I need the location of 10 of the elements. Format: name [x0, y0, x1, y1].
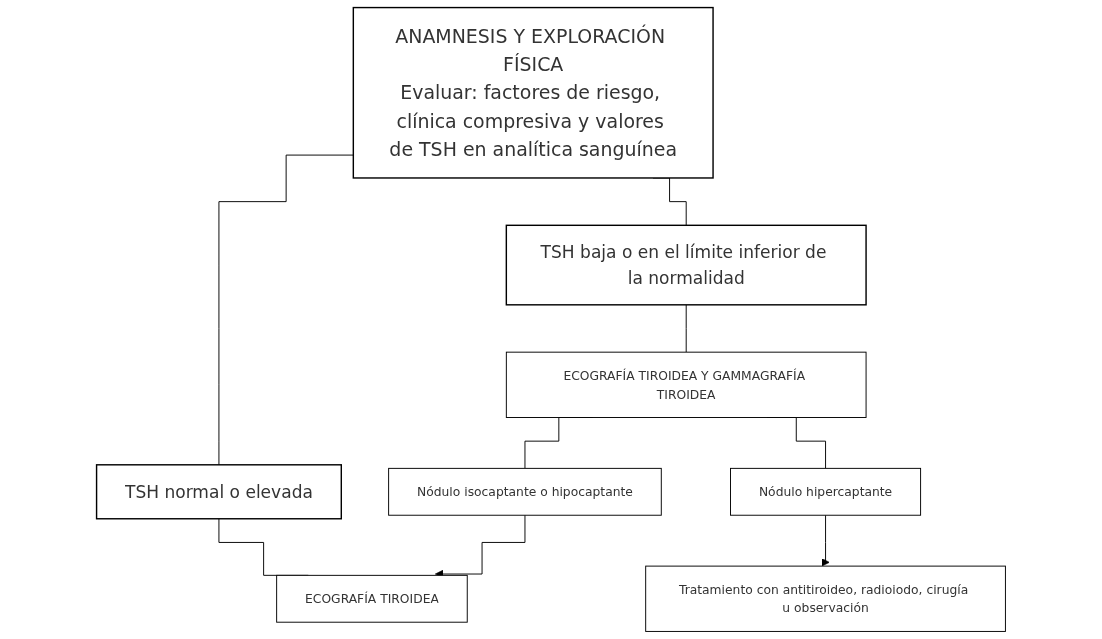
- node-box: ECOGRAFÍA TIROIDEA: [276, 574, 468, 623]
- node-box: ECOGRAFÍA TIROIDEA Y GAMMAGRAFÍA TIROIDEA: [505, 351, 867, 418]
- node-box: ANAMNESIS Y EXPLORACIÓN FÍSICA Evaluar: factores de riesgo, clínica compresiva y valores de TSH en analítica sanguínea: [352, 6, 714, 179]
- node-box: Nódulo hipercaptante: [730, 467, 922, 516]
- node-box: TSH normal o elevada: [95, 464, 342, 520]
- connector: [685, 304, 687, 353]
- node-box: Nódulo isocaptante o hipocaptante: [388, 467, 662, 516]
- connector: [218, 154, 354, 466]
- node-box: Tratamiento con antitiroideo, radioiodo, cirugía u observación: [645, 565, 1006, 632]
- node-box: TSH baja o en el límite inferior de la normalidad: [505, 224, 867, 306]
